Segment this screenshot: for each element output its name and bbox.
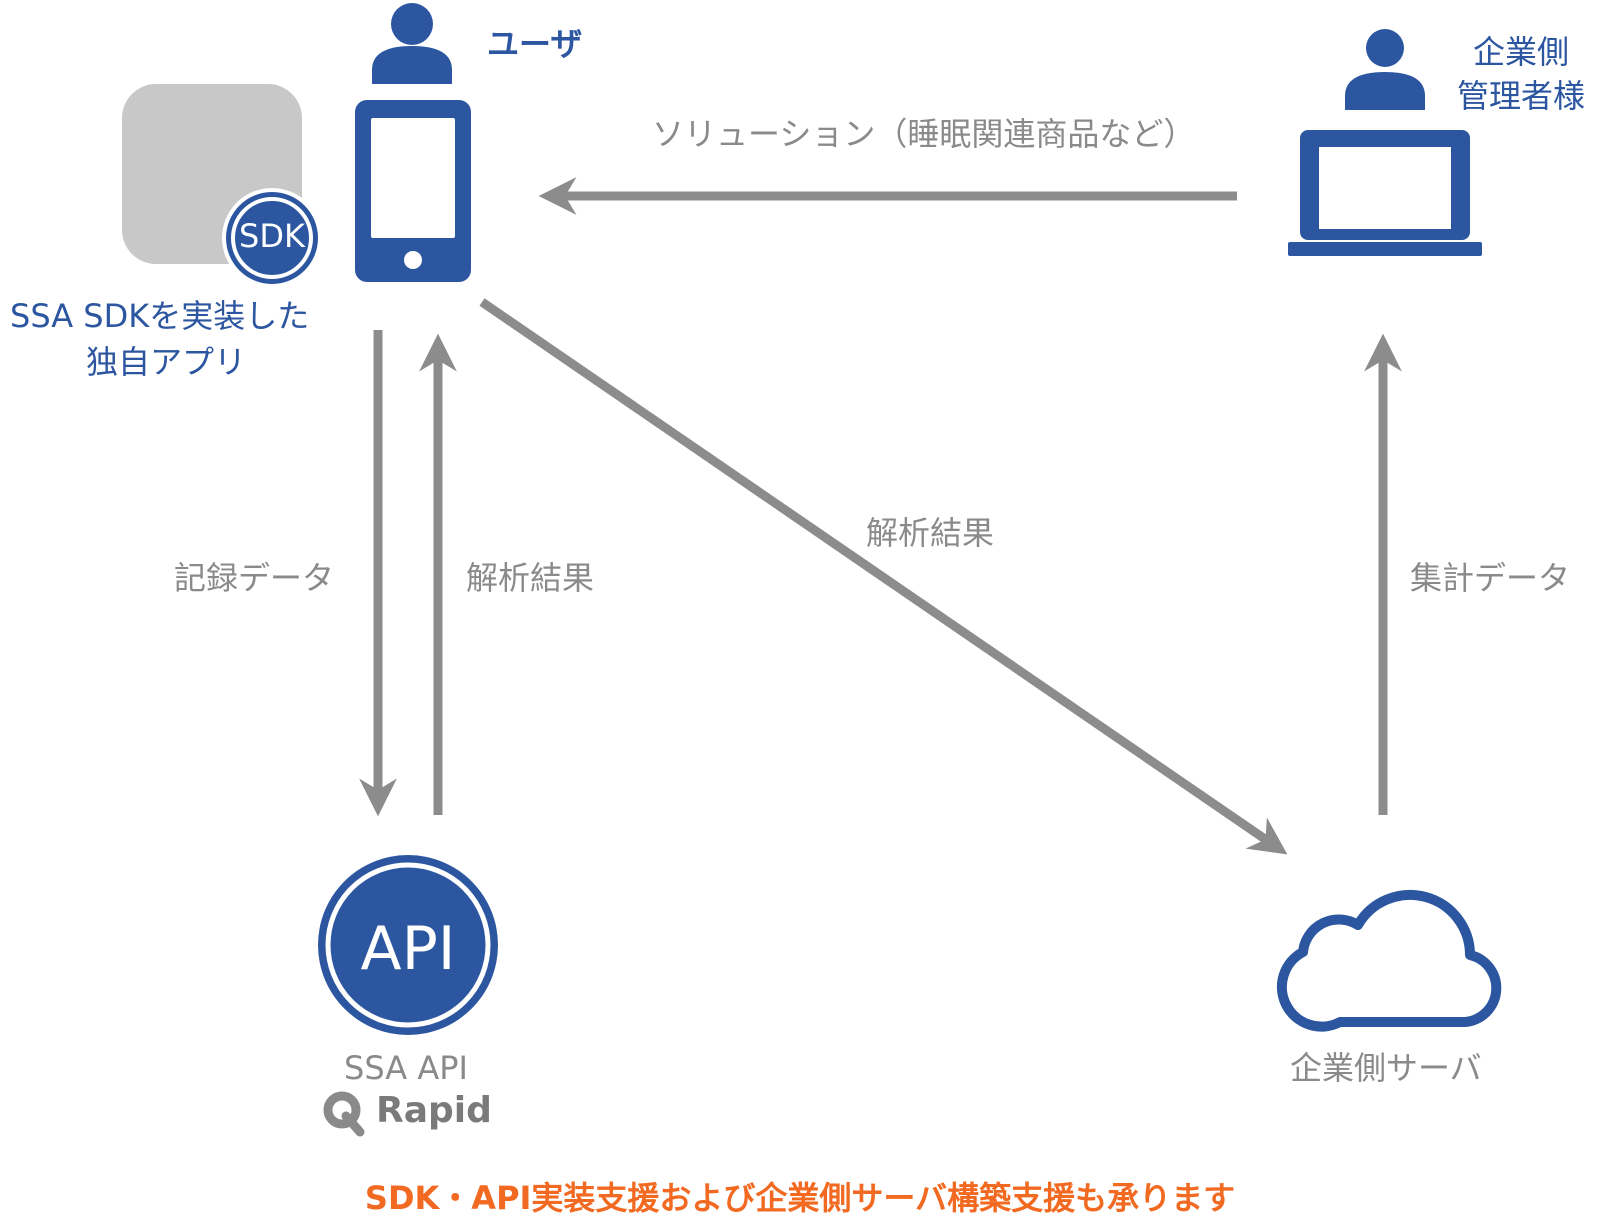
record-data-label: 記録データ [174, 559, 335, 597]
api-badge [318, 855, 498, 1035]
footer-note: SDK・API実装支援および企業側サーバ構築支援も承ります [364, 1179, 1236, 1217]
user-label: ユーザ [487, 25, 583, 63]
rapid-brand: Rapid [376, 1090, 492, 1131]
result-server-label: 解析結果 [866, 514, 995, 552]
user-person-icon [372, 3, 452, 84]
result-api-label: 解析結果 [466, 559, 595, 597]
cloud-icon [1276, 889, 1502, 1032]
sdk-badge [222, 188, 322, 288]
arrow-result-to-server [479, 298, 1288, 855]
api-badge-text: API [360, 914, 456, 984]
aggregate-data-label: 集計データ [1410, 559, 1571, 597]
rapid-logo-icon [323, 1091, 365, 1137]
admin-label-line2: 管理者様 [1456, 77, 1585, 115]
admin-label-line1: 企業側 [1472, 33, 1569, 71]
server-label: 企業側サーバ [1290, 1049, 1482, 1087]
app-label-line2: 独自アプリ [86, 343, 247, 381]
laptop-icon [1288, 130, 1482, 256]
smartphone-icon [355, 100, 471, 282]
solution-label: ソリューション（睡眠関連商品など） [652, 115, 1196, 153]
api-label: SSA API [344, 1049, 468, 1087]
app-label-line1: SSA SDKを実装した [10, 297, 310, 335]
admin-person-icon [1345, 29, 1425, 110]
sdk-badge-text: SDK [239, 217, 305, 255]
